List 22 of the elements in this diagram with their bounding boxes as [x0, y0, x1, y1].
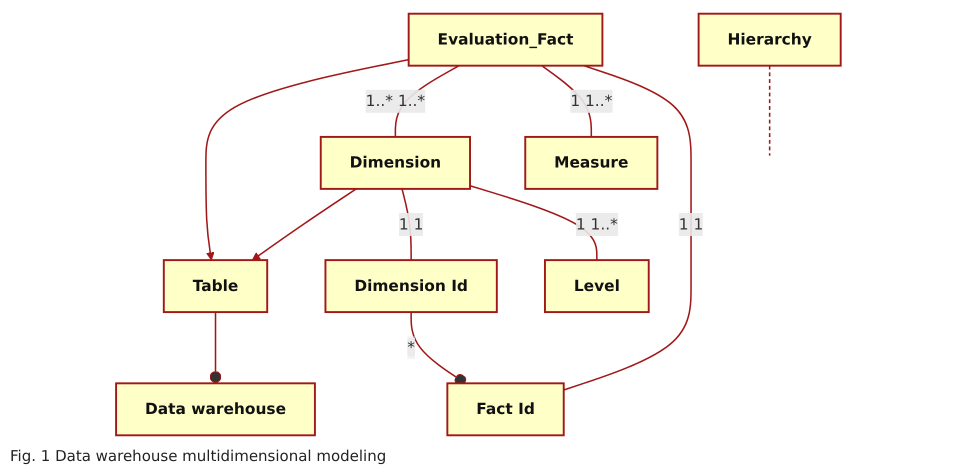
edge-label: 1..* 1..* — [365, 92, 425, 110]
node-box: Data warehouse — [114, 382, 316, 436]
arrow — [251, 188, 356, 260]
figure-caption: Fig. 1 Data warehouse multidimensional modeling — [10, 446, 388, 465]
edge-label: * — [406, 338, 415, 356]
node-box: Dimension Id — [324, 259, 498, 314]
edge-label: 1 1 — [678, 214, 703, 234]
node-box: Evaluation_Fact — [407, 12, 603, 67]
node-box: Level — [544, 259, 650, 314]
arrow — [204, 58, 408, 260]
node-box: Table — [162, 259, 268, 314]
connector — [209, 312, 221, 384]
connector — [469, 184, 598, 260]
edge-label: 1 1..* — [575, 214, 618, 234]
edge-label: 1 1 — [398, 214, 423, 234]
node-box: Measure — [524, 136, 658, 190]
node-box: Dimension — [319, 136, 471, 190]
connector — [563, 64, 692, 391]
node-box: Fact Id — [446, 382, 564, 436]
connector — [768, 66, 770, 156]
node-box: Hierarchy — [697, 12, 842, 67]
edge-label: 1 1..* — [570, 92, 612, 110]
